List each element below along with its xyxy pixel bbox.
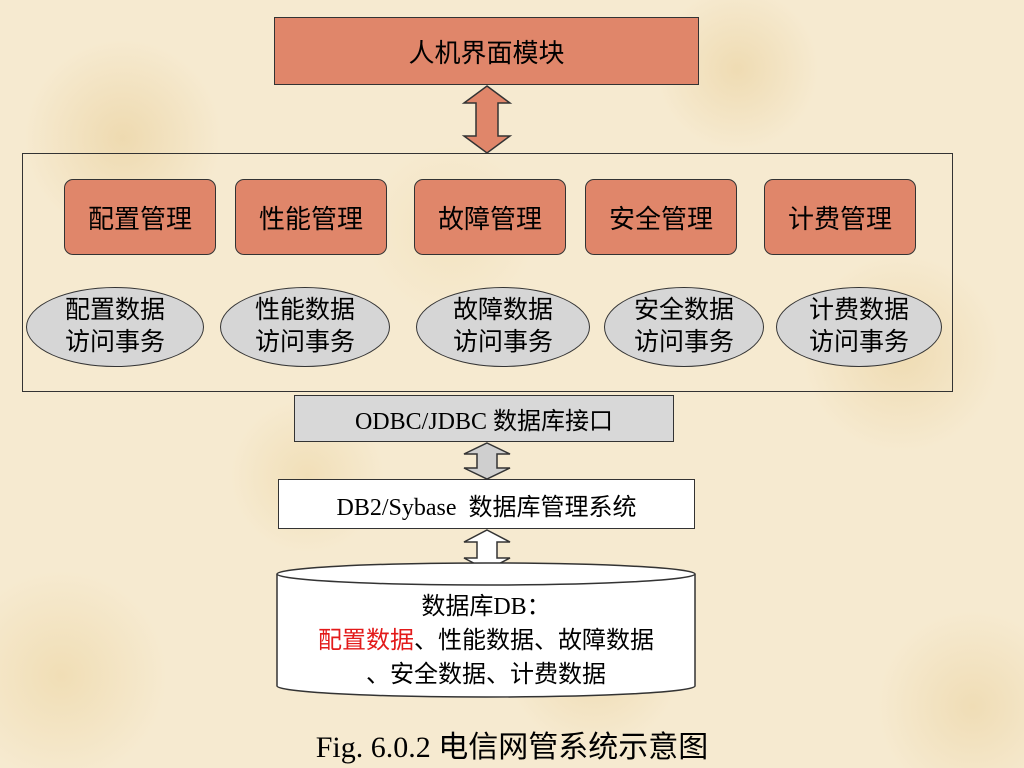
service-billing-data: 计费数据 访问事务 xyxy=(776,287,942,367)
module-fault: 故障管理 xyxy=(414,179,566,255)
module-performance: 性能管理 xyxy=(235,179,387,255)
database-line2-rest: 、性能数据、故障数据 xyxy=(414,628,654,654)
service-config-line1: 配置数据 xyxy=(64,297,165,324)
service-performance-data: 性能数据 访问事务 xyxy=(220,287,390,367)
database-cylinder xyxy=(276,562,696,698)
service-fault-line1: 故障数据 xyxy=(452,297,553,324)
interface-dbms-double-arrow xyxy=(463,442,511,480)
db-interface-label: ODBC/JDBC 数据库接口 xyxy=(354,409,614,435)
module-config: 配置管理 xyxy=(64,179,216,255)
service-config-data: 配置数据 访问事务 xyxy=(26,287,204,367)
service-fault-data: 故障数据 访问事务 xyxy=(416,287,590,367)
service-security-line1: 安全数据 xyxy=(633,297,734,324)
database-content: 数据库DB： 配置数据、性能数据、故障数据 、安全数据、计费数据 xyxy=(280,590,692,692)
hmi-module-box: 人机界面模块 xyxy=(274,17,699,85)
management-container xyxy=(22,153,953,392)
dbms-label: DB2/Sybase 数据库管理系统 xyxy=(336,494,637,521)
service-security-line2: 访问事务 xyxy=(633,329,734,356)
module-billing-label: 计费管理 xyxy=(787,204,892,234)
module-performance-label: 性能管理 xyxy=(258,204,363,234)
service-security-data: 安全数据 访问事务 xyxy=(604,287,764,367)
module-security-label: 安全管理 xyxy=(608,204,713,234)
module-fault-label: 故障管理 xyxy=(437,204,542,234)
module-config-label: 配置管理 xyxy=(87,204,192,234)
db-interface-box: ODBC/JDBC 数据库接口 xyxy=(294,395,674,442)
module-billing: 计费管理 xyxy=(764,179,916,255)
service-performance-line1: 性能数据 xyxy=(254,297,355,324)
service-config-line2: 访问事务 xyxy=(64,329,165,356)
figure-caption: Fig. 6.0.2 电信网管系统示意图 xyxy=(315,731,709,764)
service-billing-line2: 访问事务 xyxy=(808,329,909,356)
module-security: 安全管理 xyxy=(585,179,737,255)
database-title: 数据库DB： xyxy=(421,594,551,620)
hmi-module-label: 人机界面模块 xyxy=(408,38,565,68)
dbms-box: DB2/Sybase 数据库管理系统 xyxy=(278,479,695,529)
hmi-double-arrow xyxy=(461,85,513,154)
database-highlight-config: 配置数据 xyxy=(318,628,414,654)
service-performance-line2: 访问事务 xyxy=(254,329,355,356)
database-line2: 配置数据、性能数据、故障数据 xyxy=(280,624,692,658)
service-fault-line2: 访问事务 xyxy=(452,329,553,356)
service-billing-line1: 计费数据 xyxy=(808,297,909,324)
database-line3: 、安全数据、计费数据 xyxy=(366,662,606,688)
